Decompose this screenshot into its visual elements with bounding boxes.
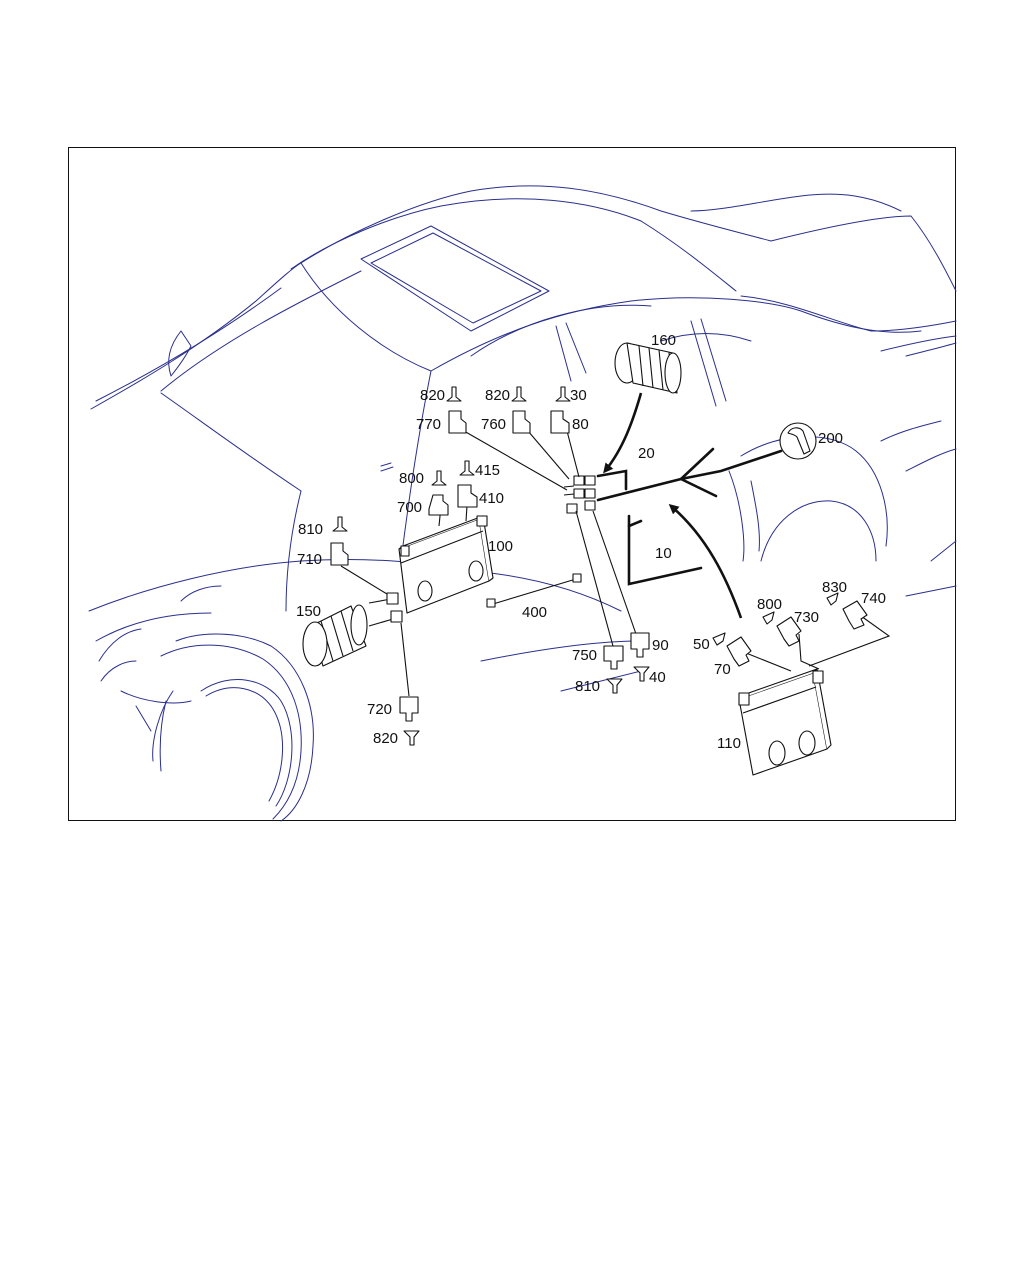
part-labels: 160 820 820 30 770 760 80 20 200 800 415… bbox=[296, 332, 886, 752]
label-810-a: 810 bbox=[298, 521, 323, 538]
leader-lines bbox=[340, 430, 891, 697]
label-160: 160 bbox=[651, 332, 676, 349]
label-810-b: 810 bbox=[575, 678, 600, 695]
arrow-160-to-connector bbox=[603, 392, 643, 474]
label-70: 70 bbox=[714, 661, 731, 678]
connector-squares-100[interactable] bbox=[386, 592, 403, 623]
label-20: 20 bbox=[638, 445, 655, 462]
central-connector-block[interactable] bbox=[563, 475, 596, 514]
wire-harness-10[interactable] bbox=[627, 514, 703, 586]
part-100-control-unit[interactable] bbox=[398, 515, 494, 614]
label-100: 100 bbox=[488, 538, 513, 555]
part-400-cable[interactable] bbox=[486, 573, 582, 608]
label-80: 80 bbox=[572, 416, 589, 433]
label-820-c: 820 bbox=[373, 730, 398, 747]
label-110: 110 bbox=[717, 735, 741, 752]
label-50: 50 bbox=[693, 636, 710, 653]
label-30: 30 bbox=[570, 387, 587, 404]
label-740: 740 bbox=[861, 590, 886, 607]
wire-harness-20[interactable] bbox=[596, 447, 783, 502]
label-730: 730 bbox=[794, 609, 819, 626]
label-720: 720 bbox=[367, 701, 392, 718]
exploded-parts-diagram: 160 820 820 30 770 760 80 20 200 800 415… bbox=[88, 185, 957, 822]
label-40: 40 bbox=[649, 669, 666, 686]
part-200-wrench-icon[interactable] bbox=[779, 422, 817, 460]
label-770: 770 bbox=[416, 416, 441, 433]
part-110-control-unit[interactable] bbox=[738, 668, 832, 776]
label-415: 415 bbox=[475, 462, 500, 479]
label-750: 750 bbox=[572, 647, 597, 664]
label-410: 410 bbox=[479, 490, 504, 507]
part-150-corrugated-tube[interactable] bbox=[302, 604, 368, 667]
car-outline bbox=[88, 185, 957, 822]
label-800-a: 800 bbox=[399, 470, 424, 487]
label-10: 10 bbox=[655, 545, 672, 562]
label-710: 710 bbox=[297, 551, 322, 568]
label-820-b: 820 bbox=[485, 387, 510, 404]
label-760: 760 bbox=[481, 416, 506, 433]
label-800-b: 800 bbox=[757, 596, 782, 613]
label-150: 150 bbox=[296, 603, 321, 620]
label-200: 200 bbox=[818, 430, 843, 447]
label-820-a: 820 bbox=[420, 387, 445, 404]
label-400: 400 bbox=[522, 604, 547, 621]
label-830: 830 bbox=[822, 579, 847, 596]
arrow-110-to-harness bbox=[668, 504, 743, 619]
connector-symbols[interactable] bbox=[330, 386, 868, 746]
diagram-frame: 160 820 820 30 770 760 80 20 200 800 415… bbox=[68, 147, 957, 822]
label-700: 700 bbox=[397, 499, 422, 516]
label-90: 90 bbox=[652, 637, 669, 654]
part-160-corrugated-tube[interactable] bbox=[614, 342, 682, 394]
